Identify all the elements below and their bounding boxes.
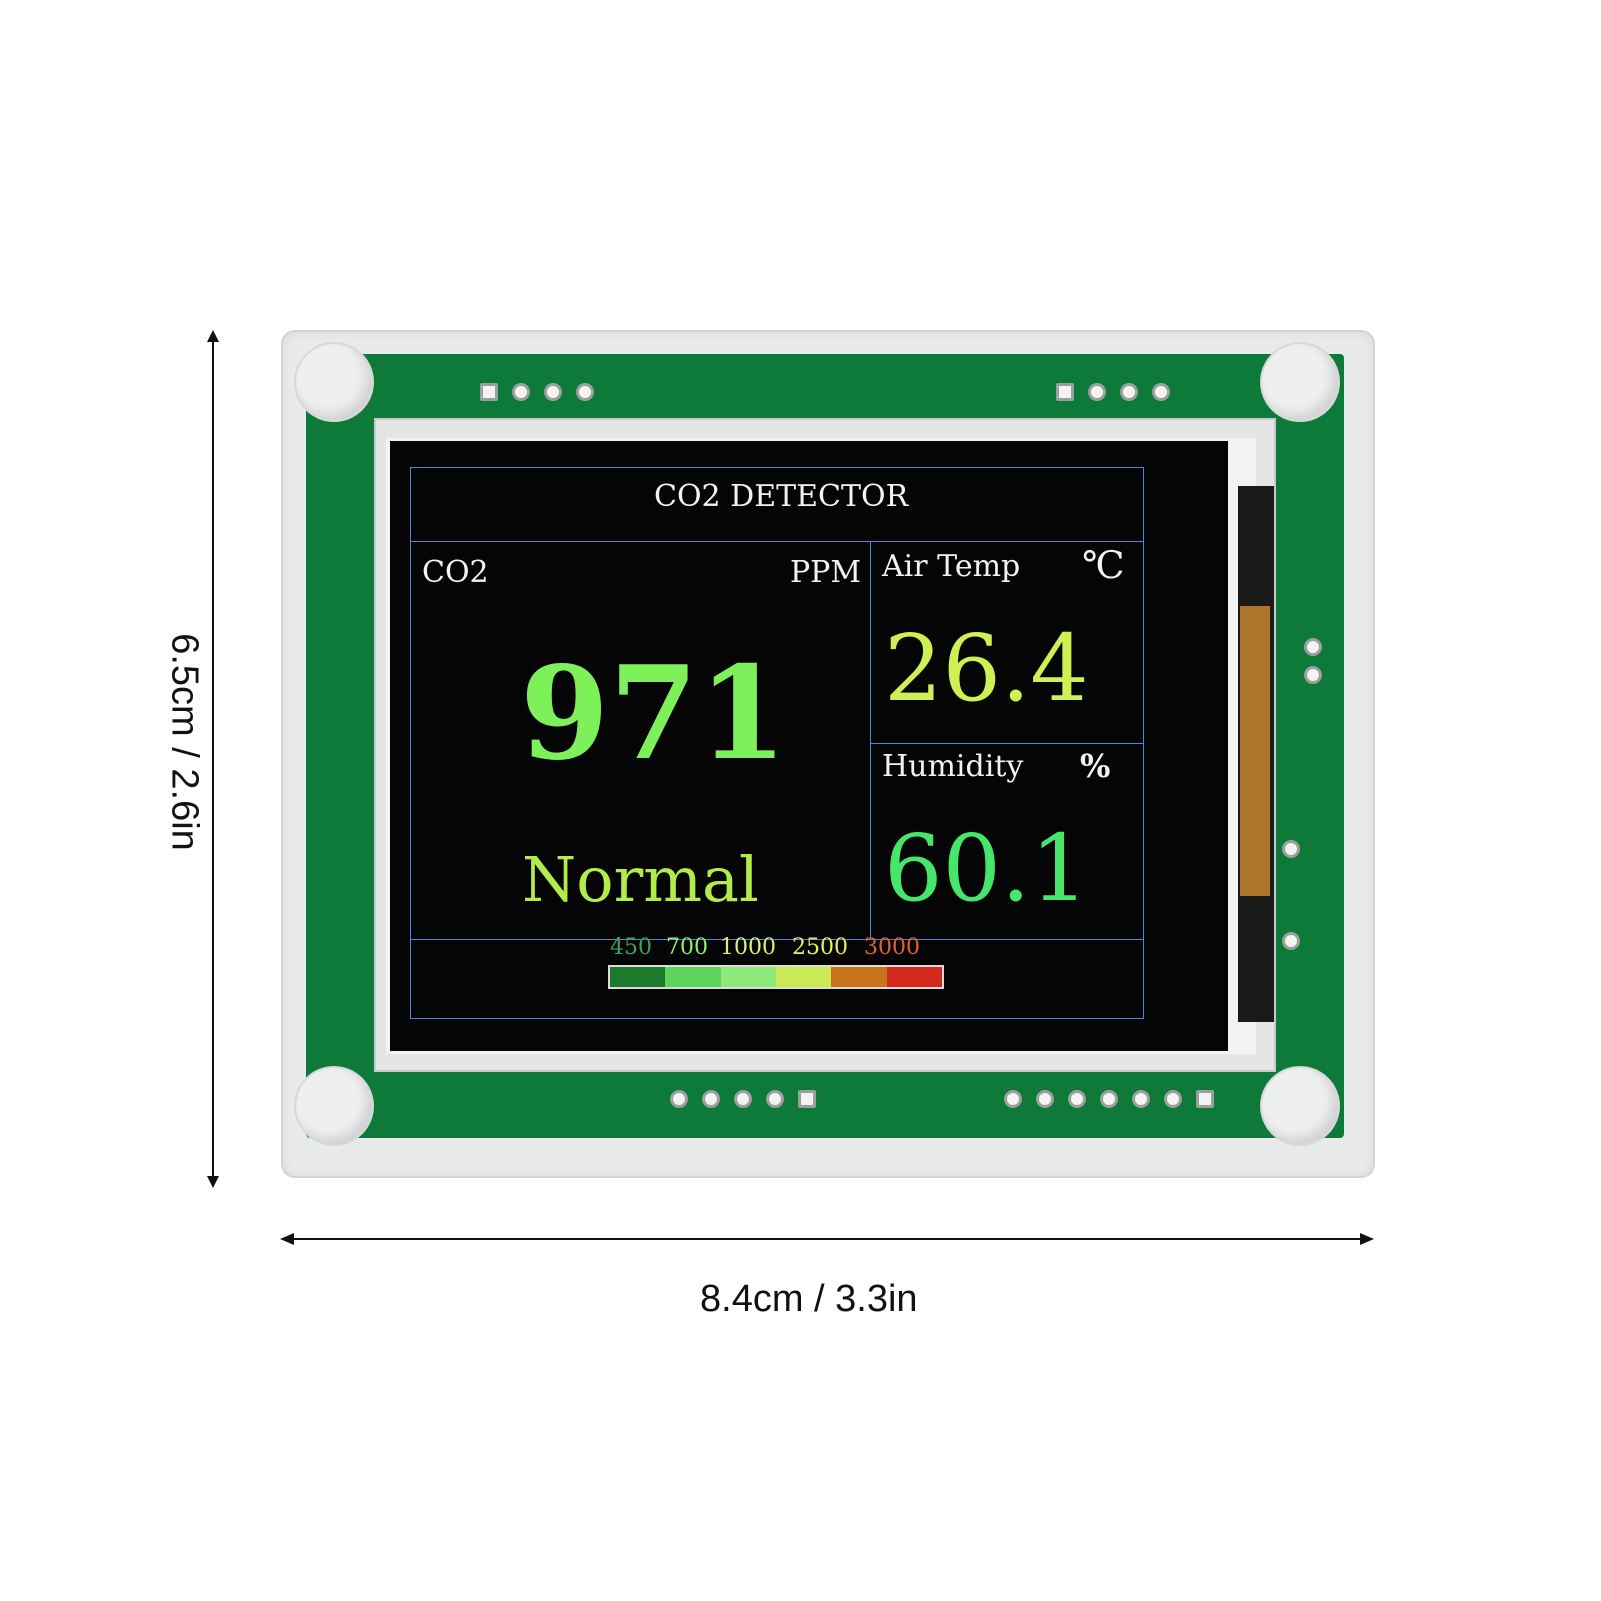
mounting-standoff-bottom-right	[1262, 1068, 1338, 1144]
header-pin	[766, 1090, 784, 1108]
air-temp-label: Air Temp	[882, 549, 1021, 584]
right-panel-divider	[870, 743, 1144, 744]
scale-segment	[665, 967, 721, 987]
screen-title: CO2 DETECTOR	[654, 479, 909, 514]
co2-label: CO2	[422, 555, 489, 590]
header-pin	[1282, 932, 1300, 950]
co2-level-scale-bar	[608, 965, 944, 989]
lcd-screen: CO2 DETECTOR CO2 PPM 971 Normal Air Temp…	[390, 441, 1228, 1051]
height-dimension-label: 6.5cm / 2.6in	[163, 633, 206, 851]
header-pin	[1036, 1090, 1054, 1108]
height-dimension-arrow	[207, 330, 219, 1188]
header-pin	[702, 1090, 720, 1108]
display-flex-connector	[1240, 606, 1270, 896]
co2-status: Normal	[522, 843, 759, 916]
scale-segment	[610, 967, 666, 987]
header-pin	[1056, 383, 1074, 401]
header-pin	[1304, 638, 1322, 656]
header-pin	[1132, 1090, 1150, 1108]
width-dimension-label: 8.4cm / 3.3in	[700, 1278, 918, 1320]
scale-label-1000: 1000	[720, 935, 776, 960]
header-pin	[1164, 1090, 1182, 1108]
header-pin	[734, 1090, 752, 1108]
header-pin	[670, 1090, 688, 1108]
mounting-standoff-top-left	[296, 344, 372, 420]
scale-segment	[720, 967, 776, 987]
humidity-label: Humidity	[882, 749, 1024, 784]
scale-segment	[831, 967, 887, 987]
co2-value: 971	[520, 639, 788, 789]
header-pin	[576, 383, 594, 401]
mounting-standoff-bottom-left	[296, 1068, 372, 1144]
header-pin	[1196, 1090, 1214, 1108]
width-dimension-arrow	[280, 1233, 1374, 1245]
header-pin	[1068, 1090, 1086, 1108]
header-pin	[1120, 383, 1138, 401]
co2-unit: PPM	[790, 555, 862, 590]
humidity-unit: %	[1080, 747, 1111, 785]
scale-label-450: 450	[610, 935, 652, 960]
header-pin	[1152, 383, 1170, 401]
header-pin	[1100, 1090, 1118, 1108]
header-pin	[480, 383, 498, 401]
scale-label-3000: 3000	[864, 935, 920, 960]
header-pin	[1282, 840, 1300, 858]
scale-segment	[775, 967, 832, 987]
header-pin	[512, 383, 530, 401]
column-divider	[870, 541, 871, 939]
scale-label-2500: 2500	[792, 935, 848, 960]
header-pin	[544, 383, 562, 401]
air-temp-unit: ℃	[1082, 543, 1125, 587]
scale-segment	[886, 967, 942, 987]
scale-label-700: 700	[666, 935, 708, 960]
header-pin	[1004, 1090, 1022, 1108]
header-pin	[1088, 383, 1106, 401]
mounting-standoff-top-right	[1262, 344, 1338, 420]
scale-divider	[410, 939, 1144, 940]
humidity-value: 60.1	[884, 815, 1089, 922]
header-pin	[798, 1090, 816, 1108]
title-divider	[410, 541, 1144, 542]
header-pin	[1304, 666, 1322, 684]
air-temp-value: 26.4	[884, 615, 1089, 722]
